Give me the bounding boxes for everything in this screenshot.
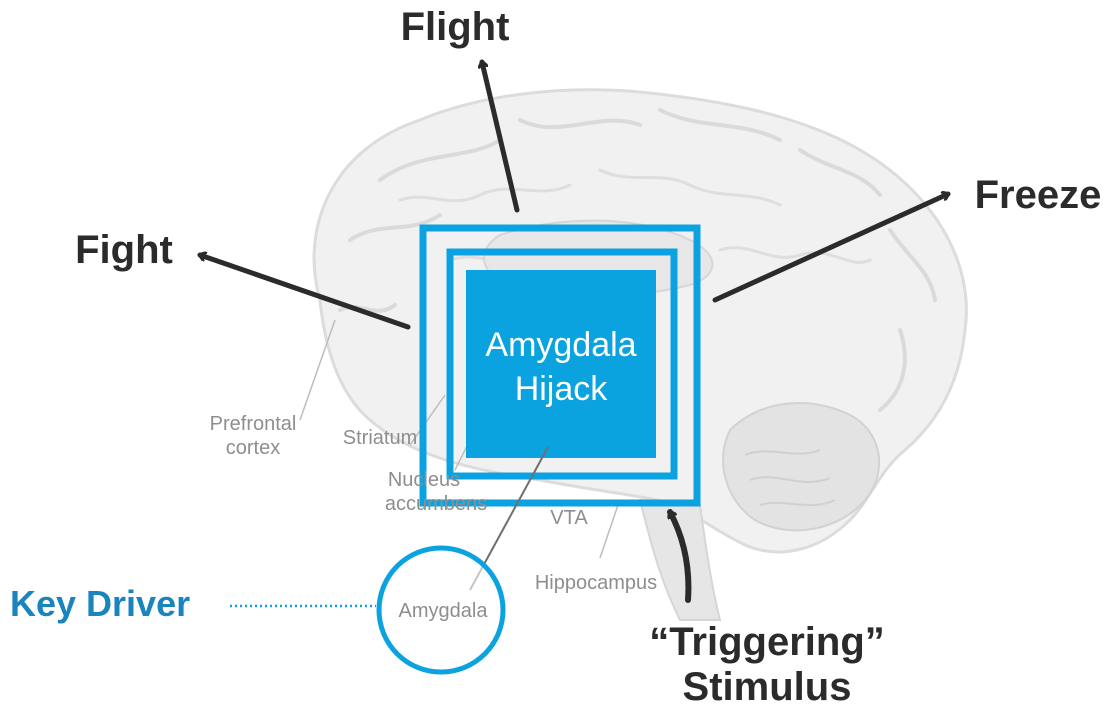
amygdala-hijack-box <box>466 270 656 458</box>
hijack-label-line1: Amygdala <box>485 326 636 364</box>
fight-label: Fight <box>75 228 173 272</box>
key-driver-label: Key Driver <box>10 583 190 624</box>
hijack-label-line2: Hijack <box>515 370 609 408</box>
prefrontal-label-line2: cortex <box>226 437 280 459</box>
hippocampus-label: Hippocampus <box>535 572 657 594</box>
trigger-label-line2: Stimulus <box>683 665 852 708</box>
trigger-label-line1: “Triggering” <box>649 620 885 664</box>
striatum-label: Striatum <box>343 427 417 449</box>
vta-label: VTA <box>550 507 588 529</box>
nucleus-label-line2: accumbens <box>385 493 487 515</box>
prefrontal-label-line1: Prefrontal <box>210 413 297 435</box>
amygdala-label: Amygdala <box>399 600 489 622</box>
freeze-label: Freeze <box>975 173 1102 217</box>
nucleus-label-line1: Nucleus <box>388 469 460 491</box>
flight-label: Flight <box>401 5 510 49</box>
